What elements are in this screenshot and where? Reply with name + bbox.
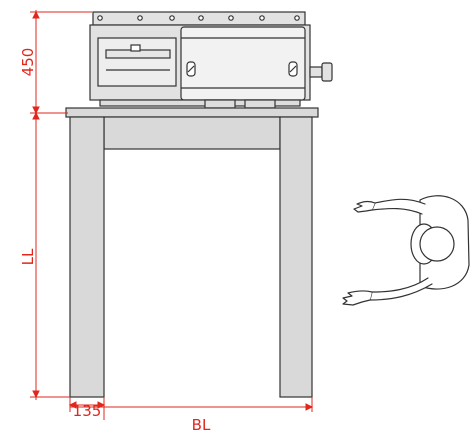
latch-handle-right: [288, 61, 298, 77]
dim-machine-height: 450: [19, 48, 37, 77]
operator-hand-lower: [342, 290, 373, 306]
side-knob: [321, 62, 333, 82]
bench-leg-left: [69, 116, 105, 398]
top-plate-holes: [97, 15, 300, 21]
latch-handle-left: [186, 61, 196, 77]
machine-foot-left: [204, 99, 236, 109]
dim-leg-height: LL: [19, 248, 37, 265]
workbench: [65, 107, 319, 398]
side-knob-shaft: [309, 66, 323, 78]
dim-bench-length: BL: [192, 416, 211, 434]
machine-foot-right: [244, 99, 276, 109]
operator-head: [419, 226, 455, 262]
machine: [89, 11, 333, 109]
bench-apron: [103, 116, 281, 150]
operator-arm-upper: [371, 198, 426, 215]
operator-figure: [342, 195, 470, 306]
dimension-lines: [30, 10, 314, 420]
bench-top: [65, 107, 319, 118]
operator-arm-lower: [369, 277, 433, 301]
left-housing-tab: [130, 44, 141, 52]
bench-leg-right: [279, 116, 313, 398]
dim-leg-width: 135: [73, 402, 102, 420]
operator-hand-upper: [353, 200, 376, 213]
machine-base: [99, 99, 301, 107]
